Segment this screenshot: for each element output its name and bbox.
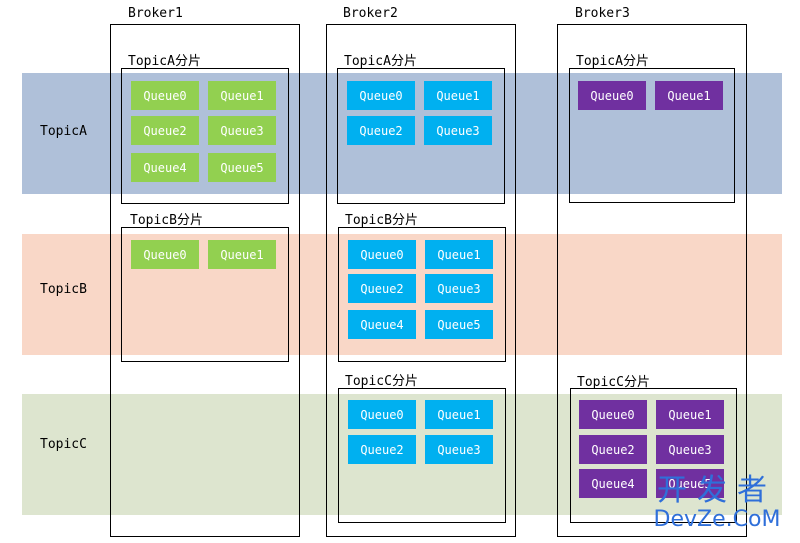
- broker1-topic-b-queue1: Queue1: [208, 240, 276, 269]
- broker2-title: Broker2: [343, 6, 398, 21]
- watermark-line1: 开发者: [657, 473, 777, 508]
- broker3-topic-a-queue0: Queue0: [578, 81, 646, 110]
- broker2-topic-a-partition-title: TopicA分片: [344, 54, 417, 69]
- broker2-topic-b-partition: [338, 227, 506, 362]
- broker1-title: Broker1: [128, 6, 183, 21]
- broker2-box: [326, 24, 516, 537]
- broker2-topic-c-partition: [338, 388, 506, 523]
- broker2-topic-b-queue2: Queue2: [348, 274, 416, 303]
- broker3-topic-c-queue0: Queue0: [579, 400, 647, 429]
- broker1-topic-b-partition-title: TopicB分片: [130, 213, 203, 228]
- broker2-topic-a-queue3: Queue3: [424, 116, 492, 145]
- broker2-topic-c-queue2: Queue2: [348, 435, 416, 464]
- broker2-topic-a-queue2: Queue2: [347, 116, 415, 145]
- broker1-topic-a-partition: [121, 68, 289, 204]
- broker3-topic-a-partition: [569, 68, 735, 203]
- broker2-topic-b-queue3: Queue3: [425, 274, 493, 303]
- broker2-topic-b-partition-title: TopicB分片: [345, 213, 418, 228]
- broker2-topic-b-queue5: Queue5: [425, 310, 493, 339]
- broker3-topic-a-queue1: Queue1: [655, 81, 723, 110]
- broker2-topic-b-queue0: Queue0: [348, 240, 416, 269]
- watermark-line2: DevZe.CoM: [653, 507, 781, 532]
- broker3-title: Broker3: [575, 6, 630, 21]
- broker2-topic-c-queue3: Queue3: [425, 435, 493, 464]
- broker2-topic-b-queue4: Queue4: [348, 310, 416, 339]
- broker3-topic-c-queue2: Queue2: [579, 435, 647, 464]
- broker1-topic-b-queue0: Queue0: [131, 240, 199, 269]
- broker2-topic-a-partition: [337, 68, 505, 204]
- broker2-topic-c-queue1: Queue1: [425, 400, 493, 429]
- broker1-topic-a-queue0: Queue0: [131, 81, 199, 110]
- broker3-box: [557, 24, 747, 537]
- broker3-topic-c-queue1: Queue1: [656, 400, 724, 429]
- topic-c-label: TopicC: [40, 437, 87, 452]
- broker2-topic-c-queue0: Queue0: [348, 400, 416, 429]
- broker3-topic-c-queue4: Queue4: [579, 469, 647, 498]
- topic-b-label: TopicB: [40, 282, 87, 297]
- topic-a-label: TopicA: [40, 124, 87, 139]
- broker2-topic-a-queue0: Queue0: [347, 81, 415, 110]
- broker1-topic-a-partition-title: TopicA分片: [128, 54, 201, 69]
- watermark-logo: 开发者 DevZe.CoM: [642, 474, 792, 532]
- broker1-topic-a-queue3: Queue3: [208, 116, 276, 145]
- broker3-topic-c-partition-title: TopicC分片: [577, 375, 650, 390]
- broker1-topic-a-queue2: Queue2: [131, 116, 199, 145]
- broker2-topic-a-queue1: Queue1: [424, 81, 492, 110]
- broker3-topic-c-queue3: Queue3: [656, 435, 724, 464]
- broker1-topic-a-queue1: Queue1: [208, 81, 276, 110]
- broker1-topic-a-queue5: Queue5: [208, 153, 276, 182]
- broker1-topic-a-queue4: Queue4: [131, 153, 199, 182]
- broker3-topic-c-queue5: Queue5: [656, 469, 724, 498]
- broker2-topic-b-queue1: Queue1: [425, 240, 493, 269]
- broker1-box: [110, 24, 300, 537]
- broker3-topic-c-partition: [570, 388, 737, 523]
- broker2-topic-c-partition-title: TopicC分片: [345, 374, 418, 389]
- broker3-topic-a-partition-title: TopicA分片: [576, 54, 649, 69]
- broker1-topic-b-partition: [121, 227, 289, 362]
